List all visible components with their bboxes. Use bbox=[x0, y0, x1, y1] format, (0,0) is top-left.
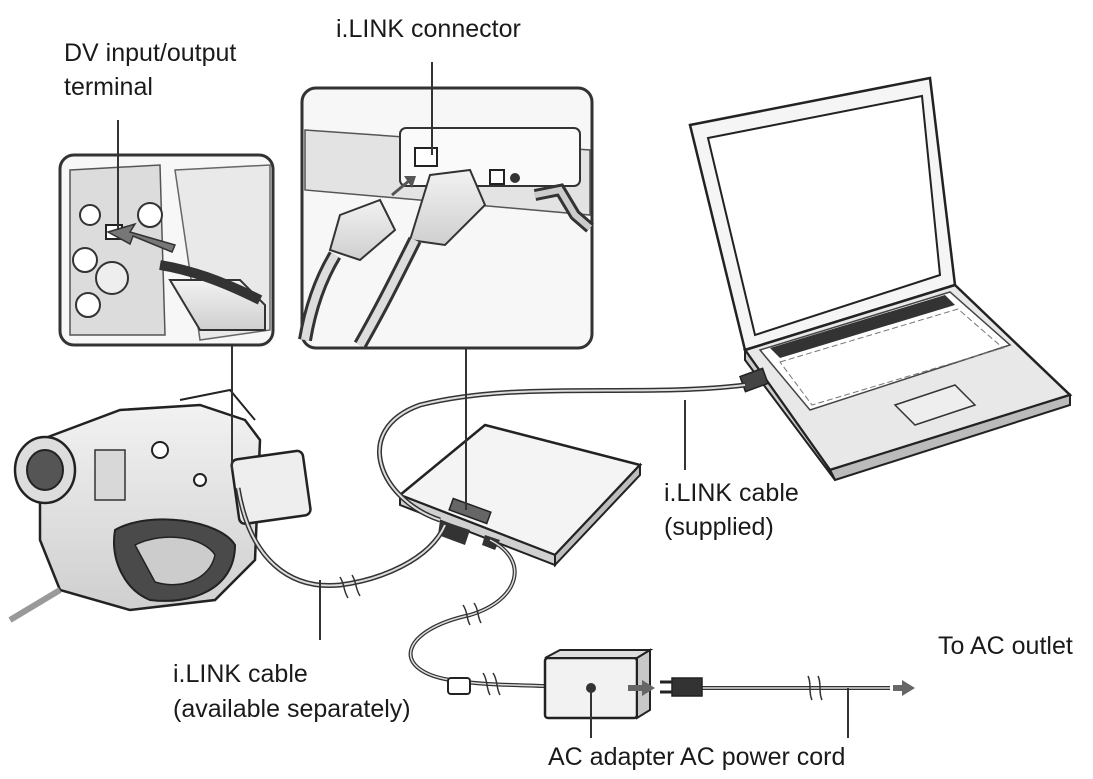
arrow-left-icon bbox=[628, 680, 655, 696]
dvd-drive-icon bbox=[397, 423, 643, 568]
arrow-right-icon bbox=[893, 680, 915, 696]
leader-lines bbox=[117, 62, 849, 738]
ilink-connector-label: i.LINK connector bbox=[336, 15, 521, 43]
cables bbox=[235, 382, 890, 701]
ilink-cable-separate-label-line2: (available separately) bbox=[173, 695, 411, 723]
ac-outlet-label: To AC outlet bbox=[938, 632, 1073, 660]
dv-terminal-label-line2: terminal bbox=[64, 73, 153, 101]
dv-terminal-inset bbox=[58, 153, 275, 347]
laptop-icon bbox=[688, 76, 1073, 482]
ac-adapter-cord-label: AC adapter AC power cord bbox=[548, 743, 846, 771]
ilink-cable-supplied-label-line1: i.LINK cable bbox=[664, 479, 799, 507]
camcorder-icon bbox=[8, 388, 312, 623]
ilink-cable-separate-label-line1: i.LINK cable bbox=[173, 660, 308, 688]
ilink-connector-inset bbox=[298, 86, 594, 350]
ilink-cable-supplied-label-line2: (supplied) bbox=[664, 513, 774, 541]
ac-adapter-icon bbox=[447, 648, 703, 720]
dv-terminal-label-line1: DV input/output bbox=[64, 39, 237, 67]
